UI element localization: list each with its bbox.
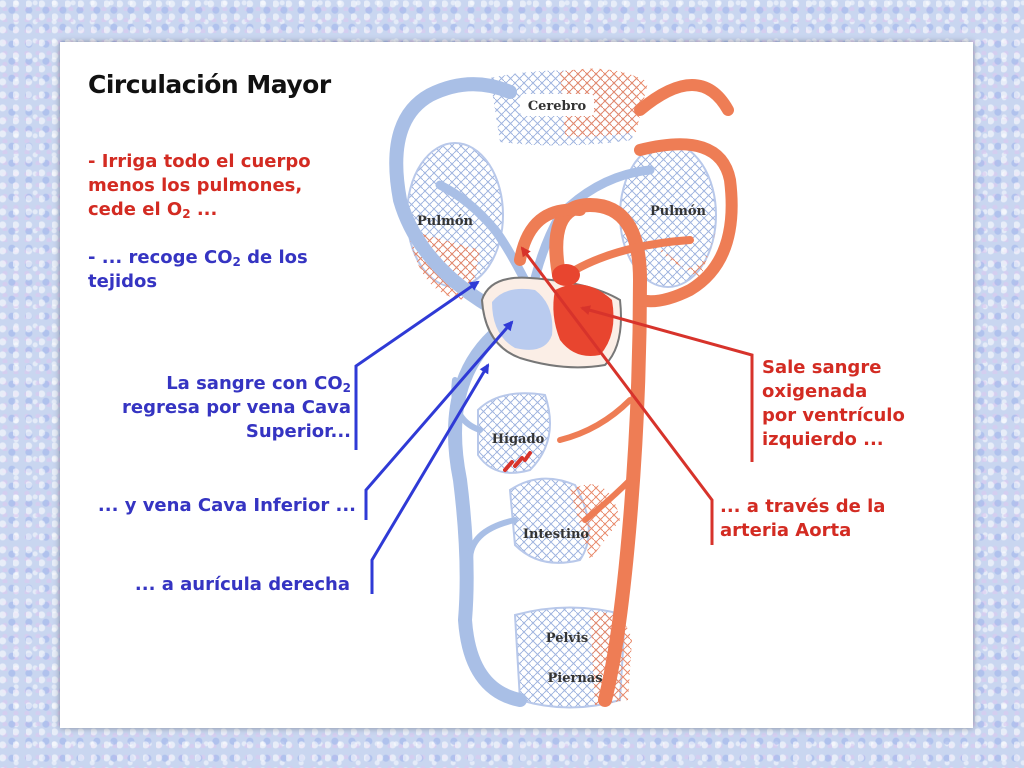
text-aorta: ... a través de la arteria Aorta — [720, 496, 886, 541]
label-higado: Hígado — [492, 432, 545, 447]
text-vena-cava-superior: La sangre con CO2 regresa por vena Cava … — [122, 373, 351, 442]
text-vena-cava-inferior: ... y vena Cava Inferior ... — [97, 495, 356, 516]
red-pointers — [520, 246, 754, 545]
label-piernas: Piernas — [547, 671, 602, 686]
liver-red-marks — [503, 451, 532, 472]
label-pulmon-right: Pulmón — [650, 204, 707, 219]
label-pelvis: Pelvis — [546, 631, 588, 646]
organ-labels: Cerebro Pulmón Pulmón Hígado Intestino P… — [417, 94, 707, 686]
pointer-vena-cava-inferior — [364, 320, 514, 520]
page-title: Circulación Mayor — [88, 70, 331, 99]
text-irriga: - Irriga todo el cuerpo menos los pulmon… — [88, 151, 311, 221]
pointer-vena-cava-superior — [354, 280, 480, 450]
blue-pointers — [354, 280, 514, 594]
heart — [480, 264, 622, 369]
label-pulmon-left: Pulmón — [417, 214, 474, 229]
intestine-capillary-bed — [508, 477, 620, 564]
pointer-ventriculo — [580, 305, 754, 462]
pointer-auricula — [370, 363, 490, 594]
label-intestino: Intestino — [523, 527, 590, 542]
pointer-aorta — [520, 246, 714, 545]
text-auricula: ... a aurícula derecha — [134, 574, 350, 595]
text-recoge: - ... recoge CO2 de los tejidos — [88, 247, 308, 292]
text-sale-sangre: Sale sangre oxigenada por ventrículo izq… — [762, 357, 905, 450]
label-cerebro: Cerebro — [528, 99, 587, 114]
